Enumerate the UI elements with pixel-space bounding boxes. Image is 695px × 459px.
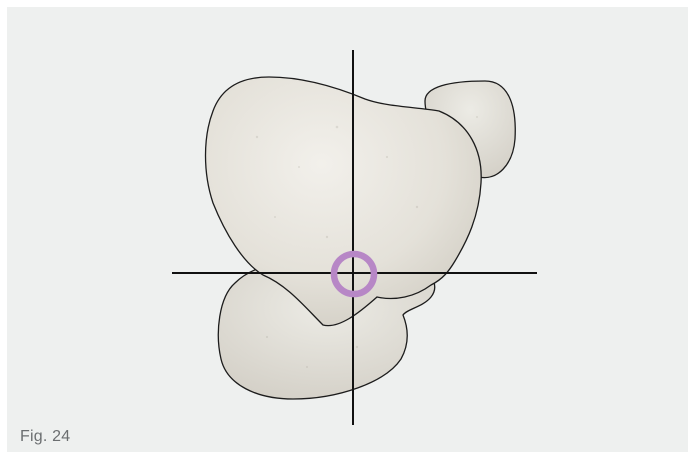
- figure-panel: Fig. 24: [7, 7, 688, 452]
- bone-illustration: [7, 7, 688, 452]
- figure-caption: Fig. 24: [20, 428, 70, 446]
